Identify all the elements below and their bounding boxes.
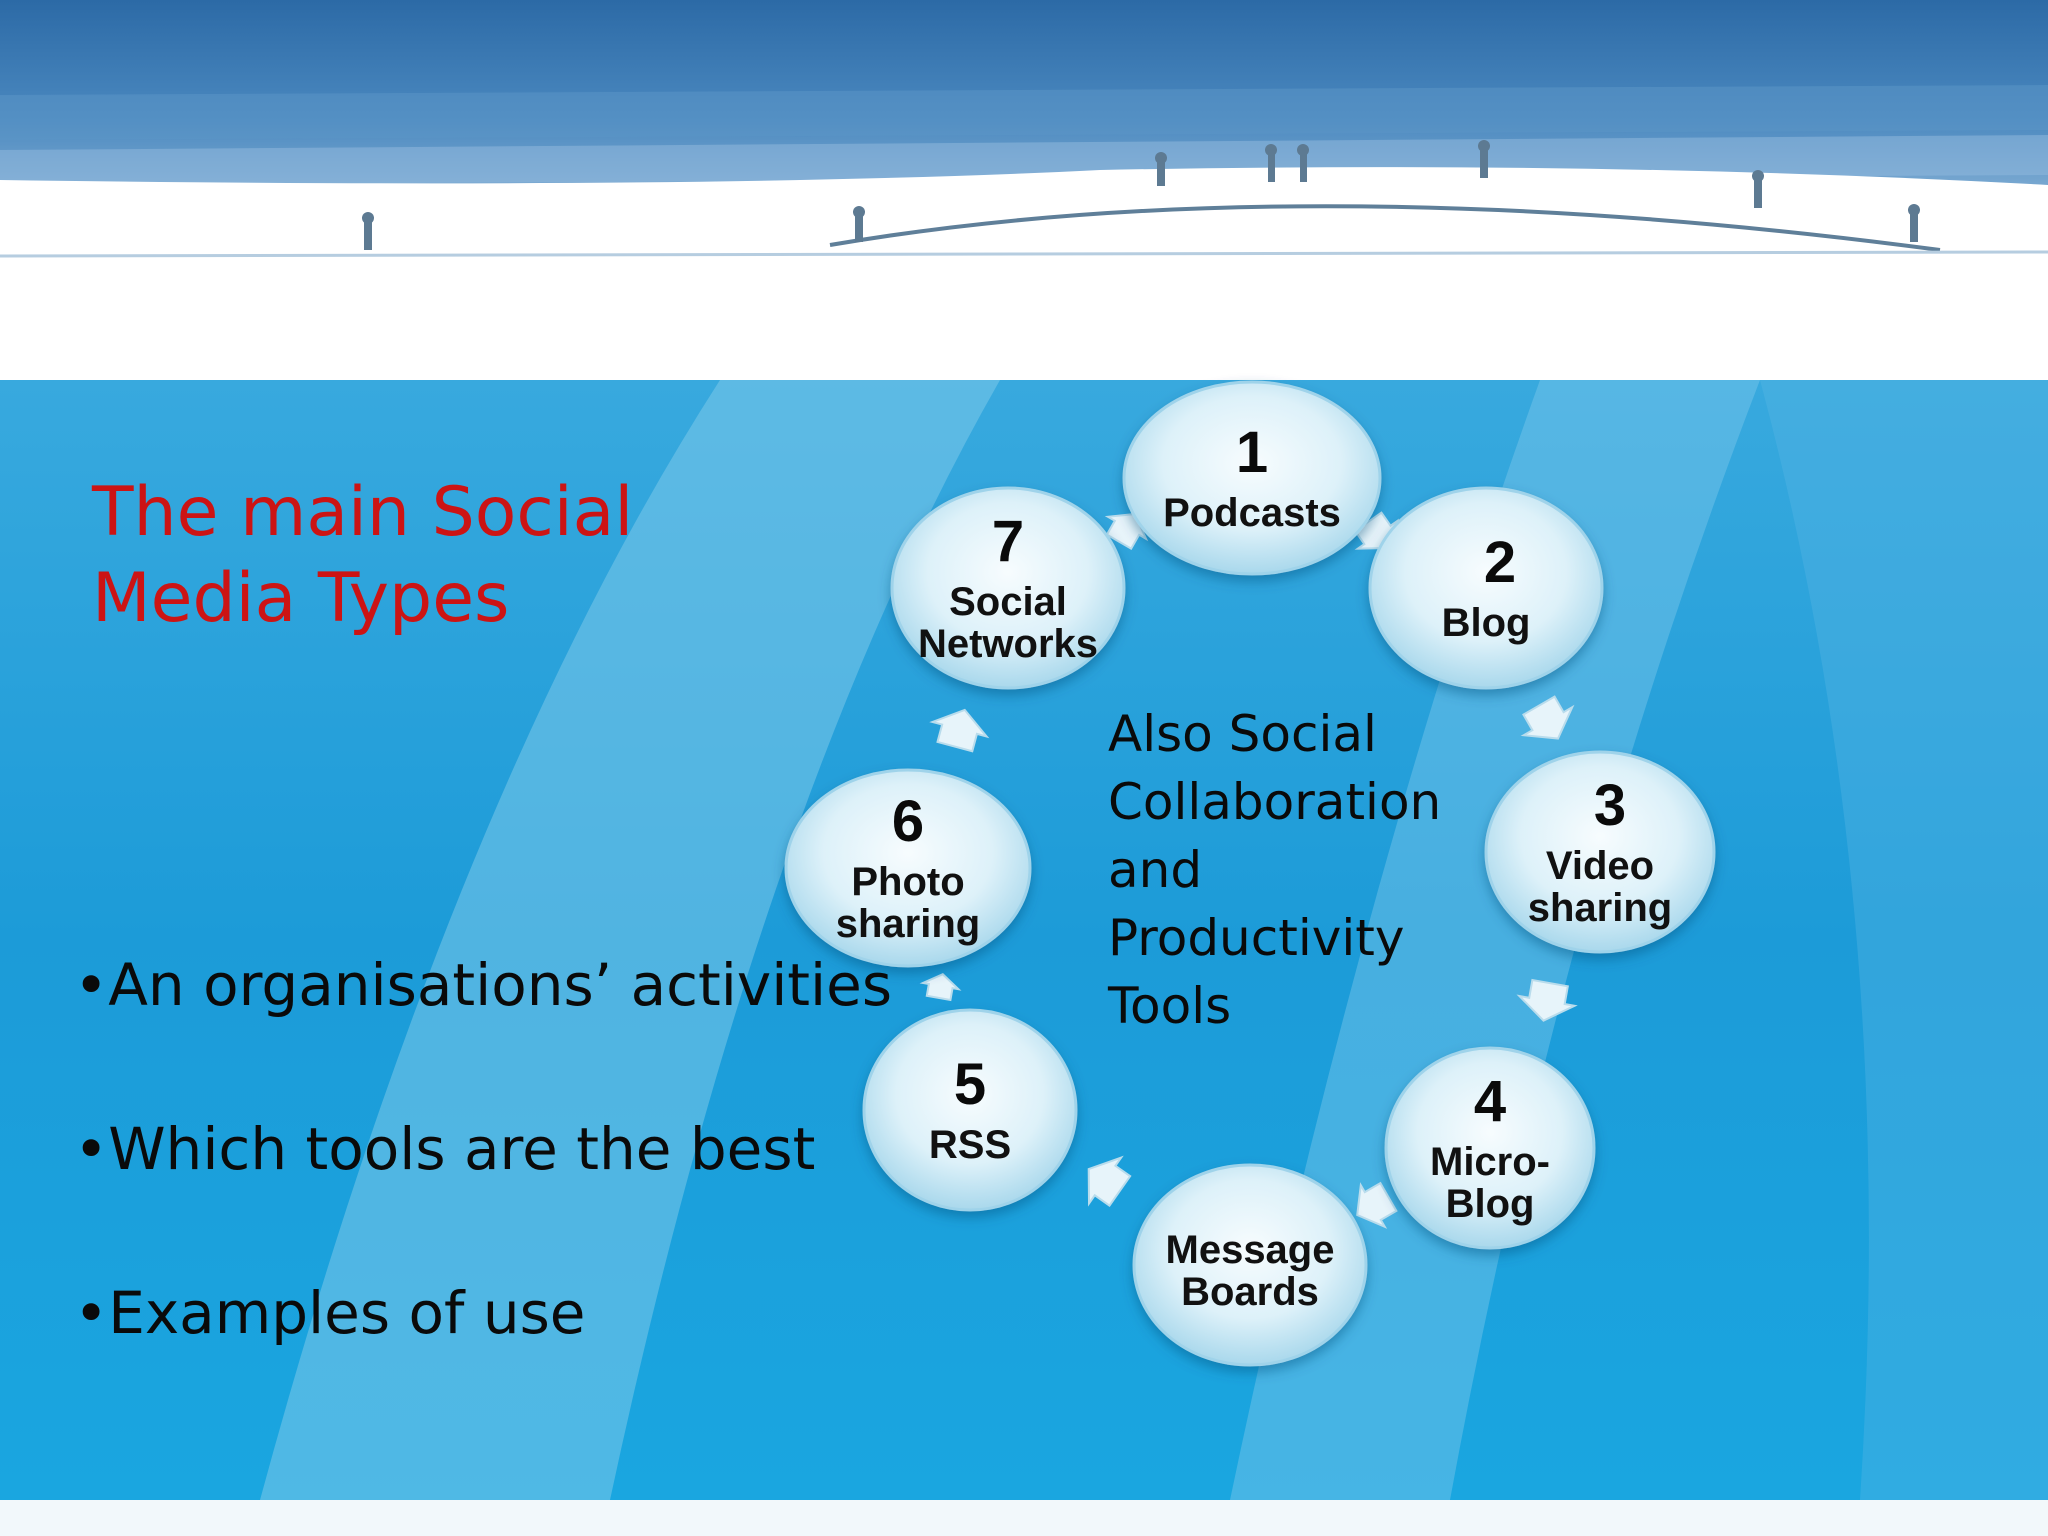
bullet-list: •An organisations’ activities •Which too…: [74, 945, 892, 1437]
arrow-2-3: [1520, 695, 1575, 740]
center-note-line: Collaboration: [1108, 773, 1442, 831]
bullet-item: •Examples of use: [74, 1279, 586, 1347]
node-label: Micro-: [1430, 1140, 1550, 1184]
node-label: RSS: [929, 1123, 1011, 1167]
cycle-arrows: [919, 511, 1578, 1229]
arrow-message-5: [1087, 1155, 1132, 1208]
node-label: Podcasts: [1163, 491, 1341, 535]
node-label: Blog: [1442, 601, 1531, 645]
node-label: sharing: [1528, 886, 1672, 930]
center-note: Also Social Collaboration and Productivi…: [1108, 700, 1508, 1040]
snow-ground: [0, 167, 2048, 380]
node-bubble: [1484, 750, 1716, 954]
people-silhouettes: [362, 140, 1920, 250]
title-line-2: Media Types: [92, 559, 510, 638]
node-label: Video: [1546, 844, 1654, 888]
light-streak: [1230, 380, 1760, 1500]
horizon-line: [0, 250, 2048, 258]
node-bubble: [890, 486, 1126, 690]
arrow-3-4: [1516, 978, 1578, 1022]
center-note-line: Productivity: [1108, 909, 1405, 967]
sky-stripe: [0, 85, 2048, 140]
slide-title: The main Social Media Types: [92, 470, 633, 642]
node-bubble: [862, 1008, 1078, 1212]
node-label: Photo: [851, 860, 964, 904]
node-number: 6: [892, 789, 924, 854]
node-label: Networks: [918, 622, 1098, 666]
node-bubble: [1384, 1046, 1596, 1250]
node-bubble: [1132, 1163, 1368, 1367]
node-label: Message: [1166, 1228, 1335, 1272]
arrow-5-6: [919, 973, 962, 1002]
arrow-4-message: [1356, 1181, 1398, 1229]
node-number: 1: [1236, 420, 1268, 485]
node-number: 4: [1474, 1069, 1506, 1134]
bullet-item: •Which tools are the best: [74, 1115, 816, 1183]
bullet-item: •An organisations’ activities: [74, 951, 893, 1019]
bottom-bar: [0, 1500, 2048, 1536]
node-bubble: [1122, 380, 1382, 576]
node-label: Blog: [1446, 1182, 1535, 1226]
node-number: 2: [1484, 530, 1516, 595]
node-label: sharing: [836, 902, 980, 946]
title-line-1: The main Social: [92, 473, 634, 552]
center-note-line: Also Social: [1108, 705, 1377, 763]
node-number: 5: [954, 1052, 986, 1117]
center-note-line: and: [1108, 841, 1203, 899]
node-bubble: [784, 768, 1032, 968]
cycle-nodes: 1Podcasts2Blog3Videosharing4Micro-BlogMe…: [784, 380, 1716, 1367]
node-label: Boards: [1181, 1270, 1319, 1314]
arrow-6-7: [929, 708, 990, 753]
node-label: Social: [949, 580, 1067, 624]
node-number: 7: [992, 509, 1024, 574]
center-note-line: Tools: [1108, 977, 1232, 1035]
light-streak: [1760, 380, 2048, 1500]
node-number: 3: [1594, 773, 1626, 838]
horizon-arc: [829, 204, 1941, 252]
light-streak: [260, 380, 1000, 1500]
node-bubble: [1368, 486, 1604, 690]
